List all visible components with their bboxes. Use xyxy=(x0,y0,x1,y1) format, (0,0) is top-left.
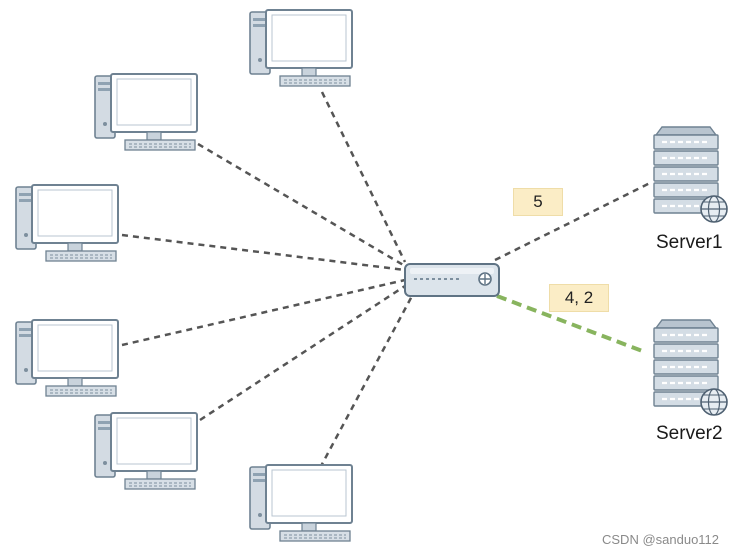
client-link xyxy=(197,142,406,268)
server1-label: Server1 xyxy=(656,232,723,253)
client-link xyxy=(121,278,406,347)
server2-link xyxy=(496,294,646,354)
server2-label: Server2 xyxy=(656,423,723,444)
client-link xyxy=(320,91,407,263)
client-link xyxy=(121,233,406,272)
client-computer xyxy=(94,412,198,490)
watermark: CSDN @sanduo112 xyxy=(602,532,720,547)
client-computer xyxy=(15,319,119,397)
client-computer xyxy=(15,184,119,262)
client-computer xyxy=(94,73,198,151)
server1-link-label: 5 xyxy=(513,188,563,216)
switch-icon xyxy=(404,263,500,297)
server-icon xyxy=(652,125,729,224)
server-icon xyxy=(652,318,729,417)
client-link xyxy=(318,295,414,469)
server1-link xyxy=(494,181,651,262)
client-link xyxy=(199,284,406,422)
client-computer xyxy=(249,464,353,542)
client-links xyxy=(121,91,414,469)
server2-link-label: 4, 2 xyxy=(549,284,609,312)
client-computer xyxy=(249,9,353,87)
